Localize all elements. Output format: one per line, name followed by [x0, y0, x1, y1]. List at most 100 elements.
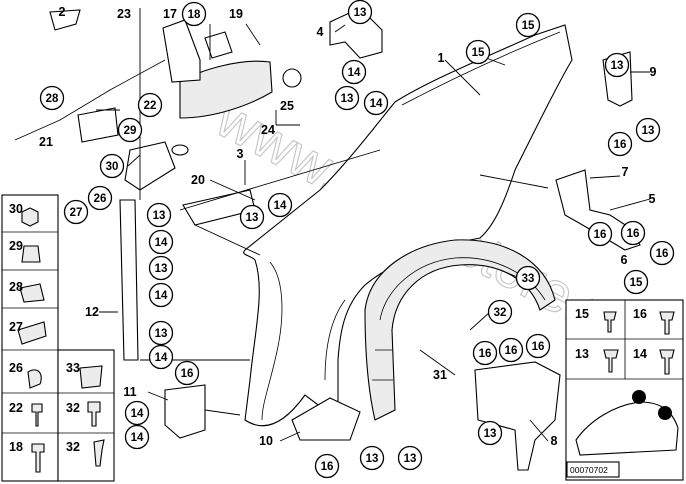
part-number-text: 32: [66, 440, 80, 454]
part-number-bubble[interactable]: 16: [607, 131, 633, 157]
part-number-label[interactable]: 12: [85, 305, 99, 319]
part-number-label[interactable]: 28: [9, 280, 23, 294]
part-number-label[interactable]: 26: [9, 361, 23, 375]
part-number-label[interactable]: 22: [9, 401, 23, 415]
part-number-label[interactable]: 17: [163, 7, 177, 21]
part-number-label[interactable]: 2: [59, 5, 66, 19]
part-number-bubble[interactable]: 14: [341, 59, 367, 85]
part-number-label[interactable]: 5: [649, 192, 656, 206]
part-number-label[interactable]: 10: [259, 434, 273, 448]
part-number-bubble[interactable]: 13: [604, 52, 630, 78]
part-number-label[interactable]: 32: [66, 440, 80, 454]
part-number-bubble[interactable]: 30: [99, 153, 125, 179]
fender-panel: [243, 24, 573, 427]
part-number-text: 32: [66, 401, 80, 415]
leader-line: [469, 311, 491, 331]
part-number-label[interactable]: 19: [229, 7, 243, 21]
part-number-bubble[interactable]: 13: [477, 420, 503, 446]
part-number-label[interactable]: 27: [9, 320, 23, 334]
bubble-circle: [498, 337, 524, 363]
part-number-bubble[interactable]: 14: [363, 90, 389, 116]
part-number-bubble[interactable]: 29: [117, 117, 143, 143]
part-number-bubble[interactable]: 13: [239, 204, 265, 230]
part-number-text: 24: [261, 123, 275, 137]
part-number-bubble[interactable]: 16: [498, 337, 524, 363]
part-number-bubble[interactable]: 16: [620, 220, 646, 246]
part-number-label[interactable]: 13: [575, 347, 589, 361]
part-number-bubble[interactable]: 13: [146, 202, 172, 228]
part-number-bubble[interactable]: 13: [148, 255, 174, 281]
part-number-text: 13: [484, 428, 497, 440]
bubble-circle: [607, 131, 633, 157]
part-number-bubble[interactable]: 13: [334, 85, 360, 111]
part-number-bubble[interactable]: 16: [587, 221, 613, 247]
part-number-bubble[interactable]: 16: [174, 360, 200, 386]
part-number-label[interactable]: 16: [633, 307, 647, 321]
part-number-label[interactable]: 29: [9, 239, 23, 253]
part-number-label[interactable]: 23: [117, 7, 131, 21]
part-number-bubble[interactable]: 13: [635, 117, 661, 143]
part-number-bubble[interactable]: 15: [515, 12, 541, 38]
part-number-label[interactable]: 24: [261, 123, 275, 137]
bubble-circle: [124, 424, 150, 450]
part-number-bubble[interactable]: 13: [148, 320, 174, 346]
part-number-bubble[interactable]: 27: [63, 199, 89, 225]
part-number-text: 18: [9, 440, 23, 454]
part-number-bubble[interactable]: 16: [649, 240, 675, 266]
part-number-text: 28: [9, 280, 23, 294]
part-number-label[interactable]: 33: [66, 361, 80, 375]
part-number-bubble[interactable]: 13: [359, 445, 385, 471]
part-number-bubble[interactable]: 14: [267, 192, 293, 218]
part-number-label[interactable]: 25: [280, 99, 294, 113]
bubble-circle: [87, 185, 113, 211]
part-number-bubble[interactable]: 18: [181, 1, 207, 27]
part-number-label[interactable]: 11: [123, 385, 136, 399]
part-number-text: 15: [472, 47, 485, 59]
part-number-label[interactable]: 7: [622, 165, 629, 179]
part-number-text: 27: [9, 320, 23, 334]
part-number-label[interactable]: 1: [438, 51, 445, 65]
part-number-text: 26: [9, 361, 23, 375]
part-number-bubble[interactable]: 22: [137, 92, 163, 118]
part-number-bubble[interactable]: 14: [124, 400, 150, 426]
part-number-label[interactable]: 32: [66, 401, 80, 415]
part-number-label[interactable]: 15: [575, 307, 589, 321]
part-number-label[interactable]: 30: [9, 202, 23, 216]
part-number-bubble[interactable]: 14: [148, 282, 174, 308]
part-number-text: 3: [237, 147, 244, 161]
part-number-bubble[interactable]: 16: [472, 340, 498, 366]
bubble-circle: [477, 420, 503, 446]
part-number-label[interactable]: 14: [633, 347, 647, 361]
part-number-bubble[interactable]: 16: [525, 333, 551, 359]
part-number-text: 16: [627, 228, 640, 240]
part-number-bubble[interactable]: 15: [623, 269, 649, 295]
part-number-text: 14: [348, 67, 361, 79]
part-number-text: 13: [341, 93, 354, 105]
part-number-label[interactable]: 21: [39, 135, 53, 149]
part-number-label[interactable]: 20: [191, 173, 205, 187]
part-number-bubble[interactable]: 33: [515, 265, 541, 291]
part-number-bubble[interactable]: 26: [87, 185, 113, 211]
part-number-bubble[interactable]: 13: [397, 445, 423, 471]
part-number-bubble[interactable]: 14: [148, 229, 174, 255]
part-number-bubble[interactable]: 14: [124, 424, 150, 450]
part-number-bubble[interactable]: 15: [465, 39, 491, 65]
part-number-label[interactable]: 9: [650, 65, 657, 79]
part-number-label[interactable]: 18: [9, 440, 23, 454]
part-number-label[interactable]: 6: [621, 253, 628, 267]
part-number-label[interactable]: 3: [237, 147, 244, 161]
bracket-11: [164, 384, 206, 439]
part-number-bubble[interactable]: 32: [487, 299, 513, 325]
part-number-label[interactable]: 4: [317, 25, 324, 39]
part-number-text: 14: [370, 98, 383, 110]
part-number-bubble[interactable]: 16: [314, 453, 340, 479]
part-number-label[interactable]: 8: [551, 434, 558, 448]
leader-line: [419, 349, 456, 376]
part-number-text: 20: [191, 173, 205, 187]
part-number-bubble[interactable]: 28: [39, 85, 65, 111]
part-number-label[interactable]: 31: [433, 368, 447, 382]
part-number-bubble[interactable]: 13: [347, 0, 373, 25]
part-number-text: 1: [438, 51, 445, 65]
part-number-bubble[interactable]: 14: [148, 344, 174, 370]
